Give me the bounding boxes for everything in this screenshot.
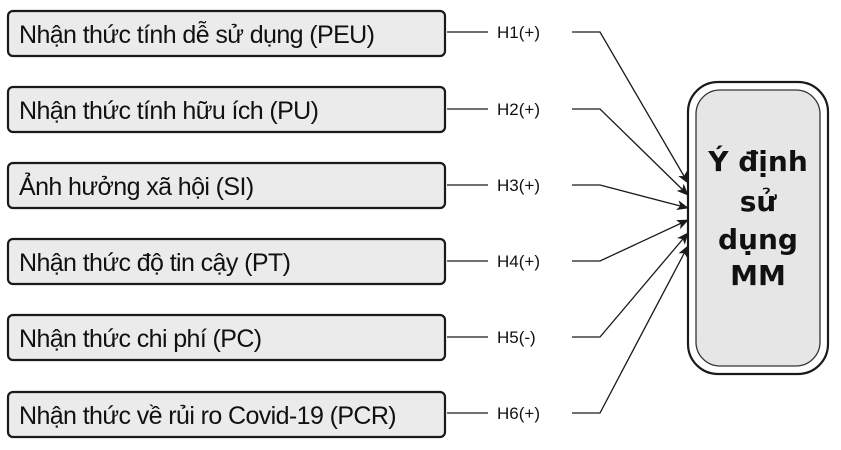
outcome-box-inner xyxy=(695,89,821,367)
hypothesis-arrow xyxy=(572,219,689,262)
factor-box xyxy=(6,161,447,210)
factor-si: Ảnh hưởng xã hội (SI) H3(+) xyxy=(6,161,689,211)
hypothesis-label: H6(+) xyxy=(497,404,540,423)
hypothesis-label: H3(+) xyxy=(497,176,540,195)
hypothesis-arrow xyxy=(572,232,689,338)
hypothesis-label: H1(+) xyxy=(497,23,540,42)
outcome-node: Ý định sử dụng MM xyxy=(686,80,830,376)
factor-box xyxy=(6,237,447,286)
factor-pt: Nhận thức độ tin cậy (PT) H4(+) xyxy=(6,219,689,286)
factor-label: Nhận thức tính hữu ích (PU) xyxy=(19,97,318,125)
hypothesis-arrow xyxy=(572,31,689,184)
factor-pu: Nhận thức tính hữu ích (PU) H2(+) xyxy=(6,85,689,196)
outcome-label-line-1: Ý định xyxy=(707,144,808,178)
factor-box xyxy=(6,313,447,362)
outcome-label-line-4: MM xyxy=(730,259,786,292)
factor-box xyxy=(6,390,447,439)
factor-peu: Nhận thức tính dễ sử dụng (PEU) H1(+) xyxy=(6,9,689,184)
factor-box xyxy=(6,9,447,58)
factor-box xyxy=(6,85,447,134)
factor-label: Nhận thức chi phí (PC) xyxy=(19,325,262,353)
factor-pc: Nhận thức chi phí (PC) H5(-) xyxy=(6,232,689,362)
factor-label: Ảnh hưởng xã hội (SI) xyxy=(19,171,254,201)
hypothesis-arrow xyxy=(572,184,689,211)
factor-label: Nhận thức tính dễ sử dụng (PEU) xyxy=(19,20,374,49)
factor-label: Nhận thức độ tin cậy (PT) xyxy=(19,249,290,277)
factor-pcr: Nhận thức về rủi ro Covid-19 (PCR) H6(+) xyxy=(6,245,689,439)
hypothesis-label: H4(+) xyxy=(497,252,540,271)
hypothesis-arrow xyxy=(572,108,689,196)
hypothesis-label: H2(+) xyxy=(497,100,540,119)
hypothesis-arrow xyxy=(572,245,689,414)
factor-label: Nhận thức về rủi ro Covid-19 (PCR) xyxy=(19,402,396,430)
outcome-label-line-3: dụng xyxy=(718,223,798,256)
outcome-label-line-2: sử xyxy=(740,185,778,218)
hypothesis-label: H5(-) xyxy=(497,328,536,347)
